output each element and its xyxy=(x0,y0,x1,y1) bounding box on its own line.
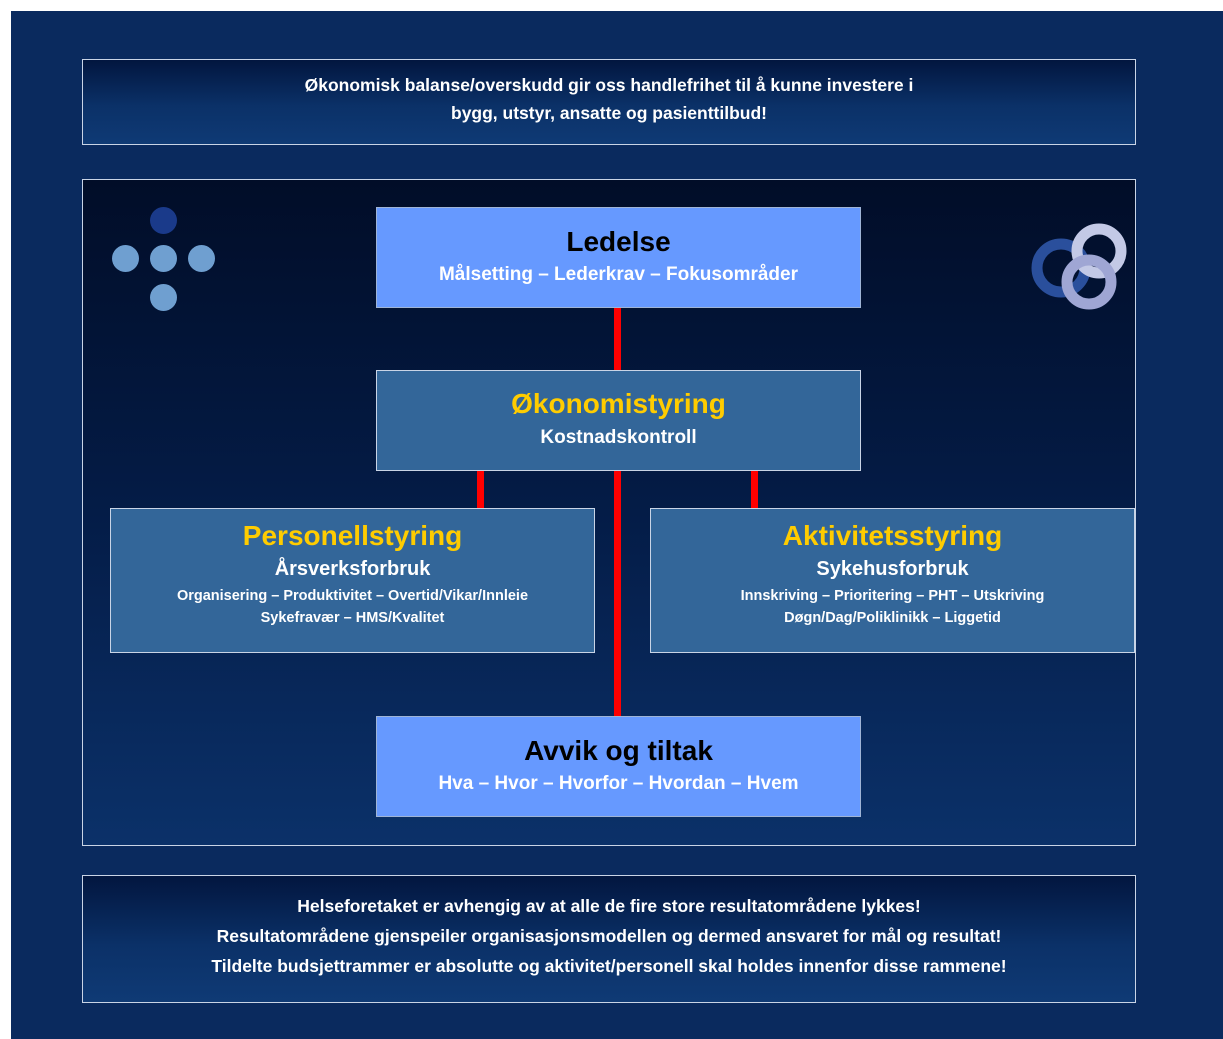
aktivitetsstyring-box: Aktivitetsstyring Sykehusforbruk Innskri… xyxy=(650,508,1135,653)
connector-okonomi-avvik xyxy=(614,470,621,718)
avvik-title: Avvik og tiltak xyxy=(524,735,713,766)
personellstyring-line-1: Organisering – Produktivitet – Overtid/V… xyxy=(176,588,529,604)
personellstyring-title: Personellstyring xyxy=(242,520,463,551)
top-banner: Økonomisk balanse/overskudd gir oss hand… xyxy=(82,59,1136,145)
ledelse-subtitle: Målsetting – Lederkrav – Fokusområder xyxy=(438,264,798,285)
connector-okonomi-aktivitet xyxy=(751,470,758,508)
interlocking-rings-logo-icon xyxy=(1031,223,1127,310)
ledelse-box: Ledelse Målsetting – Lederkrav – Fokusom… xyxy=(376,207,861,308)
okonomistyring-title: Økonomistyring xyxy=(511,388,726,419)
okonomistyring-subtitle: Kostnadskontroll xyxy=(540,427,697,448)
okonomistyring-box: Økonomistyring Kostnadskontroll xyxy=(376,370,861,471)
bottom-banner-line-1: Helseforetaket er avhengig av at alle de… xyxy=(297,896,921,916)
top-banner-line-2: bygg, utstyr, ansatte og pasienttilbud! xyxy=(451,103,767,123)
logo-dot-right xyxy=(188,245,215,272)
logo-dot-center xyxy=(150,245,177,272)
personellstyring-box: Personellstyring Årsverksforbruk Organis… xyxy=(110,508,595,653)
logo-dot-left xyxy=(112,245,139,272)
connector-ledelse-okonomi xyxy=(614,308,621,372)
top-banner-line-1: Økonomisk balanse/overskudd gir oss hand… xyxy=(304,75,914,95)
aktivitetsstyring-subtitle: Sykehusforbruk xyxy=(816,558,969,580)
slide-background: Økonomisk balanse/overskudd gir oss hand… xyxy=(11,11,1223,1039)
connector-okonomi-personell xyxy=(477,470,484,508)
avvik-subtitle: Hva – Hvor – Hvorfor – Hvordan – Hvem xyxy=(438,773,799,794)
personellstyring-subtitle: Årsverksforbruk xyxy=(274,558,431,580)
bottom-banner-line-2: Resultatområdene gjenspeiler organisasjo… xyxy=(216,926,1002,946)
avvik-box: Avvik og tiltak Hva – Hvor – Hvorfor – H… xyxy=(376,716,861,817)
aktivitetsstyring-line-1: Innskriving – Prioritering – PHT – Utskr… xyxy=(740,588,1045,604)
logo-dot-top xyxy=(150,207,177,234)
personellstyring-line-2: Sykefravær – HMS/Kvalitet xyxy=(260,610,445,626)
bottom-banner-line-3: Tildelte budsjettrammer er absolutte og … xyxy=(211,956,1007,976)
bottom-banner: Helseforetaket er avhengig av at alle de… xyxy=(82,875,1136,1003)
logo-dot-bottom xyxy=(150,284,177,311)
diagram-panel: Ledelse Målsetting – Lederkrav – Fokusom… xyxy=(82,179,1136,846)
aktivitetsstyring-line-2: Døgn/Dag/Poliklinikk – Liggetid xyxy=(784,610,1001,626)
aktivitetsstyring-title: Aktivitetsstyring xyxy=(782,520,1003,551)
ledelse-title: Ledelse xyxy=(566,226,671,257)
